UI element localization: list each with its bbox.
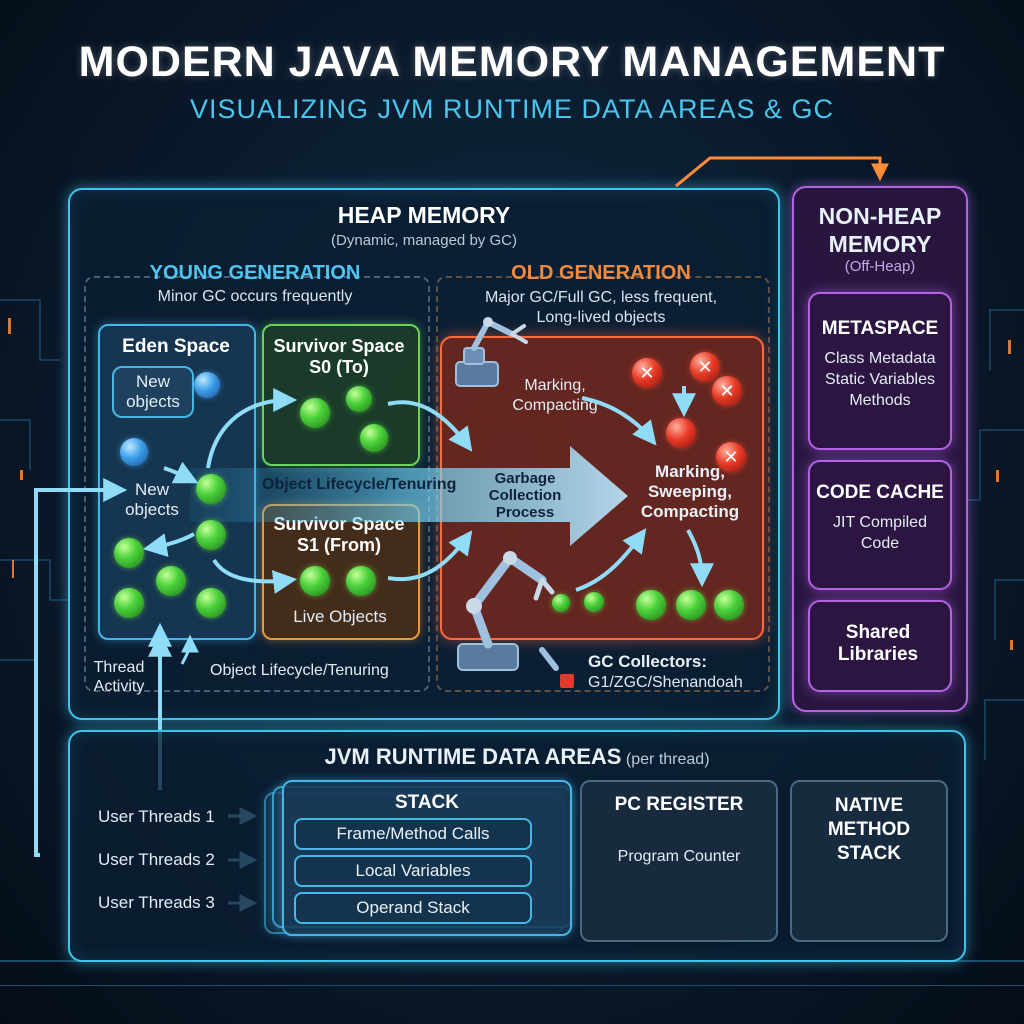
gc-collectors-label: GC Collectors: (588, 652, 708, 671)
young-generation-title: YOUNG GENERATION (149, 262, 361, 284)
user-thread-3: User Threads 3 (98, 893, 215, 912)
metaspace-title: METASPACE (821, 318, 939, 339)
robot-held-object (552, 594, 570, 612)
old-generation-title: OLD GENERATION (511, 262, 691, 284)
user-thread-1: User Threads 1 (98, 807, 215, 826)
marking-compacting-label: Marking, Compacting (512, 377, 598, 414)
new-object-blue (120, 438, 148, 466)
non-heap-subtitle: (Off-Heap) (844, 258, 916, 275)
eden-space-title: Eden Space (122, 336, 230, 357)
page-subtitle: VISUALIZING JVM RUNTIME DATA AREAS & GC (189, 94, 835, 124)
runtime-title-note: (per thread) (625, 751, 710, 768)
shared-libraries-title: Shared Libraries (837, 622, 919, 665)
compacted-object (676, 590, 706, 620)
code-cache-title: CODE CACHE (816, 482, 944, 503)
red-cube-icon (560, 674, 574, 688)
robot-arm-icon (457, 551, 559, 671)
gc-process-arrow (190, 446, 628, 546)
live-object (346, 566, 376, 596)
code-cache-box (808, 460, 952, 590)
user-thread-2: User Threads 2 (98, 850, 215, 869)
runtime-title-row: JVM RUNTIME DATA AREAS (per thread) (68, 744, 966, 770)
thread-activity-label: Thread Activity (93, 659, 145, 695)
robot-arm-icon (455, 317, 528, 387)
eden-speech-bubble: New objects (112, 366, 194, 418)
metaspace-body: Class Metadata Static Variables Methods (824, 350, 936, 409)
live-object (114, 538, 144, 568)
survivor-s0-title: Survivor Space S0 (To) (273, 336, 405, 377)
runtime-title: JVM RUNTIME DATA AREAS (324, 744, 622, 769)
metaspace-box (808, 292, 952, 450)
stack-title: STACK (394, 792, 460, 813)
page-title: MODERN JAVA MEMORY MANAGEMENT (78, 38, 946, 86)
stack-row-operand-stack: Operand Stack (294, 892, 532, 924)
live-object (346, 386, 372, 412)
lifecycle-bottom-label: Object Lifecycle/Tenuring (210, 662, 389, 679)
code-cache-body: JIT Compiled Code (833, 514, 927, 552)
native-method-stack-title: NATIVE METHOD STACK (827, 795, 911, 864)
marking-sweeping-label: Marking, Sweeping, Compacting (640, 462, 740, 521)
shared-libraries-box (808, 600, 952, 692)
garbage-x-icon: ✕ (690, 352, 720, 382)
pc-register-title: PC REGISTER (614, 794, 744, 815)
live-object (196, 474, 226, 504)
garbage-x-icon: ✕ (712, 376, 742, 406)
live-object (360, 424, 388, 452)
live-object (300, 566, 330, 596)
live-object (300, 398, 330, 428)
stack-row-frame-method-calls: Frame/Method Calls (294, 818, 532, 850)
pc-register-body: Program Counter (617, 848, 741, 865)
live-object (156, 566, 186, 596)
live-object (114, 588, 144, 618)
garbage-x-icon: ✕ (716, 442, 746, 472)
pc-register-box (580, 780, 778, 942)
dead-object (666, 418, 696, 448)
survivor-s1-live-label: Live Objects (293, 607, 387, 626)
garbage-x-icon: ✕ (632, 358, 662, 388)
heap-title: HEAP MEMORY (337, 202, 511, 228)
new-object-blue (194, 372, 220, 398)
native-method-stack-box (790, 780, 948, 942)
old-generation-subtitle: Major GC/Full GC, less frequent, Long-li… (484, 289, 718, 326)
stack-row-local-variables: Local Variables (294, 855, 532, 887)
eden-new-objects-label: New objects (125, 480, 179, 519)
non-heap-title: NON-HEAP MEMORY (818, 203, 942, 257)
young-generation-subtitle: Minor GC occurs frequently (157, 288, 353, 305)
live-object (196, 588, 226, 618)
compacted-object (714, 590, 744, 620)
live-object (196, 520, 226, 550)
compacted-object (636, 590, 666, 620)
robot-held-object (584, 592, 604, 612)
heap-subtitle: (Dynamic, managed by GC) (331, 232, 517, 249)
gc-collectors-value: G1/ZGC/Shenandoah (588, 674, 743, 691)
gc-process-label: Garbage Collection Process (488, 470, 562, 521)
lifecycle-arrow-label: Object Lifecycle/Tenuring (262, 476, 457, 493)
